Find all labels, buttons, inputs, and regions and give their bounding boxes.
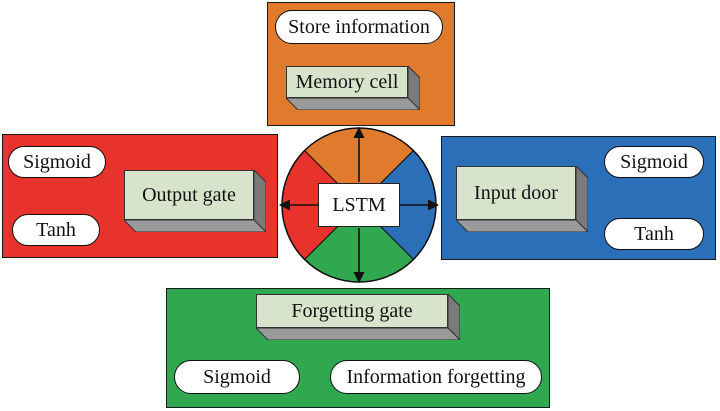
store-information-pill: Store information — [275, 10, 443, 44]
forgetting-gate-box: Forgetting gate — [256, 294, 460, 340]
forgetting-gate-label: Forgetting gate — [291, 299, 413, 322]
output-gate-label: Output gate — [142, 183, 236, 206]
sigmoid-pill-bottom: Sigmoid — [174, 360, 300, 394]
lstm-center-label: LSTM — [318, 183, 400, 227]
information-forgetting-pill: Information forgetting — [330, 360, 542, 394]
output-gate-box: Output gate — [124, 170, 266, 232]
tanh-pill-right: Tanh — [604, 218, 704, 250]
sigmoid-pill-right: Sigmoid — [604, 146, 704, 178]
input-door-box: Input door — [456, 166, 588, 232]
input-door-label: Input door — [474, 181, 558, 204]
memory-cell-box: Memory cell — [286, 66, 420, 110]
sigmoid-pill-left: Sigmoid — [8, 146, 106, 178]
memory-cell-label: Memory cell — [295, 70, 399, 93]
tanh-pill-left: Tanh — [12, 214, 100, 246]
